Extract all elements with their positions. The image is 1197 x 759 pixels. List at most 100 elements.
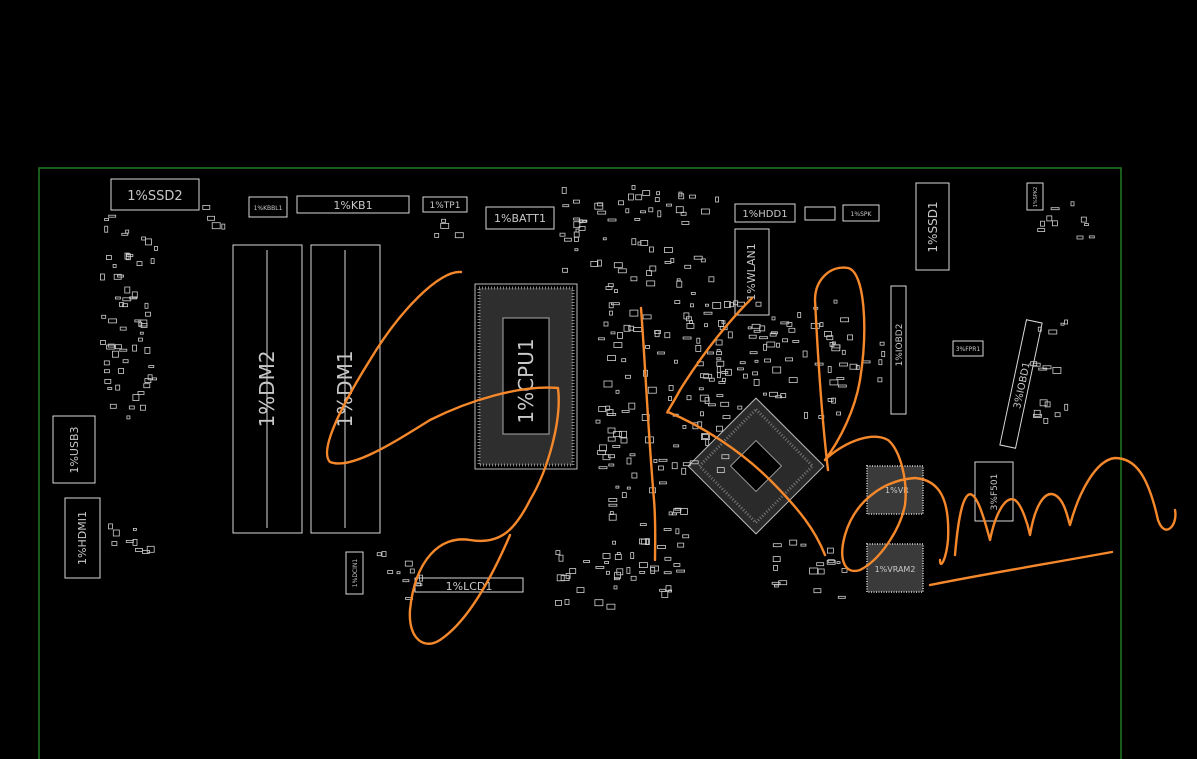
smd-component: [611, 302, 620, 306]
spk2-connector[interactable]: [1026, 182, 1044, 211]
smd-component: [1046, 215, 1053, 222]
smd-component: [104, 225, 109, 233]
smd-component: [221, 223, 226, 230]
smd-component: [712, 301, 722, 309]
smd-component: [737, 405, 743, 410]
smd-component: [804, 411, 808, 419]
smd-component: [207, 215, 216, 221]
smd-component: [595, 566, 605, 569]
hdmi1-connector[interactable]: [64, 497, 101, 579]
smd-component: [573, 217, 580, 221]
smd-component: [664, 556, 672, 561]
smd-component: [671, 462, 678, 470]
handwritten-annotation: [325, 266, 1177, 645]
smd-component: [668, 384, 674, 391]
dm1-dimm-slot[interactable]: [310, 244, 381, 534]
smd-component: [1032, 362, 1041, 367]
smd-component: [733, 300, 739, 306]
smd-component: [681, 221, 690, 225]
smd-component: [137, 337, 143, 342]
smd-component: [648, 207, 654, 213]
smd-component: [109, 403, 117, 409]
smd-component: [1080, 216, 1087, 223]
smd-component: [144, 346, 151, 354]
smd-component: [615, 485, 620, 489]
smd-component: [640, 210, 646, 214]
smd-component: [631, 472, 638, 479]
smd-component: [675, 528, 680, 535]
smd-component: [106, 344, 115, 350]
smd-component: [666, 203, 672, 207]
vram1-label: 1%VR: [885, 486, 909, 495]
kb1-connector[interactable]: [296, 195, 410, 214]
smd-component: [626, 457, 632, 465]
smd-component: [696, 337, 701, 344]
smd-component: [659, 588, 666, 592]
spk-connector[interactable]: [842, 204, 880, 222]
iobd1-connector[interactable]: [999, 319, 1043, 449]
fpr1-connector[interactable]: [952, 340, 984, 357]
dm2-dimm-slot[interactable]: [232, 244, 303, 534]
smd-component: [759, 325, 766, 332]
batt1-connector[interactable]: [485, 206, 555, 230]
smd-component: [152, 377, 158, 381]
smd-component: [721, 454, 730, 460]
smd-component: [625, 374, 631, 379]
hdd1-connector[interactable]: [734, 203, 796, 223]
iobd2-connector[interactable]: [890, 285, 907, 415]
smd-component: [103, 360, 110, 366]
smd-component: [626, 567, 631, 574]
ssd1-connector[interactable]: [915, 182, 950, 271]
smd-component: [1033, 409, 1041, 417]
smd-component: [664, 260, 672, 264]
smd-component: [1070, 201, 1075, 207]
smd-component: [678, 193, 685, 200]
dcin1-connector[interactable]: [345, 551, 364, 595]
smd-component: [434, 232, 440, 238]
smd-component: [144, 302, 149, 309]
smd-component: [832, 341, 836, 345]
smd-component: [645, 344, 650, 349]
kbbl1-connector[interactable]: [248, 196, 288, 218]
smd-component: [785, 357, 793, 362]
usb3-connector[interactable]: [52, 415, 96, 484]
smd-component: [630, 276, 638, 282]
smd-component: [703, 311, 713, 315]
smd-component: [573, 231, 580, 238]
smd-component: [608, 463, 615, 467]
smd-component: [602, 553, 611, 559]
ssd2-connector[interactable]: [110, 178, 200, 211]
smd-component: [608, 513, 617, 521]
smd-component: [716, 366, 721, 374]
smd-component: [661, 591, 669, 598]
smd-component: [628, 193, 634, 201]
smd-component: [653, 459, 658, 463]
smd-component: [797, 312, 802, 318]
tp1-connector[interactable]: [422, 196, 468, 213]
smd-component: [716, 351, 722, 356]
smd-component: [1052, 220, 1058, 227]
smd-component: [698, 387, 704, 391]
smd-component: [772, 366, 782, 374]
smd-component: [674, 359, 678, 364]
smd-component: [614, 554, 622, 560]
smd-component: [836, 411, 841, 416]
cpu1-package[interactable]: [474, 283, 578, 470]
fpr1-label: 3%FPR1: [956, 346, 981, 353]
smd-component: [126, 415, 131, 420]
smd-component: [132, 394, 140, 402]
vram2-chip[interactable]: [866, 543, 924, 593]
smd-component: [118, 368, 124, 374]
smd-component: [686, 395, 692, 401]
smd-component: [664, 332, 671, 339]
smd-component: [657, 545, 666, 549]
smd-component: [629, 453, 636, 457]
smd-component: [1060, 322, 1065, 326]
smd-component: [700, 258, 706, 263]
smd-component: [112, 529, 120, 537]
smd-component: [672, 512, 677, 516]
smd-component: [826, 559, 836, 565]
smd-component: [608, 454, 615, 459]
kb1-label: 1%KB1: [333, 199, 372, 212]
wlan1-connector[interactable]: [734, 228, 770, 316]
